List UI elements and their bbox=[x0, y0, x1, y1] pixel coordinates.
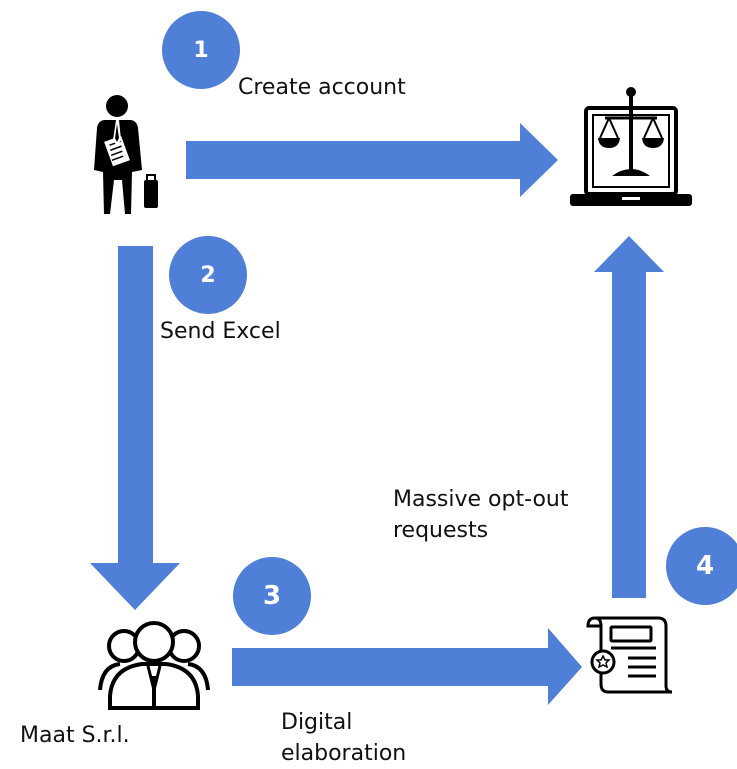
step-2-badge: 2 bbox=[169, 236, 247, 314]
certificate-document-icon bbox=[586, 616, 673, 694]
arrow-user-to-company bbox=[90, 246, 180, 610]
arrow-user-to-portal bbox=[186, 123, 558, 197]
step-3-label: Digital elaboration bbox=[281, 710, 407, 766]
businessman-icon bbox=[94, 95, 158, 214]
arrow-company-to-document bbox=[232, 628, 582, 705]
company-label: Maat S.r.l. bbox=[20, 723, 130, 748]
arrow-document-to-portal bbox=[594, 236, 664, 598]
step-4-badge: 4 bbox=[666, 527, 737, 605]
step-3-badge: 3 bbox=[233, 557, 311, 635]
laptop-justice-scale-icon bbox=[570, 87, 692, 206]
step-2-label: Send Excel bbox=[160, 319, 281, 344]
step-1-label: Create account bbox=[238, 75, 406, 100]
step-1-badge: 1 bbox=[162, 11, 240, 89]
step-4-label: Massive opt-out requests bbox=[393, 487, 569, 543]
team-group-icon bbox=[98, 621, 210, 710]
